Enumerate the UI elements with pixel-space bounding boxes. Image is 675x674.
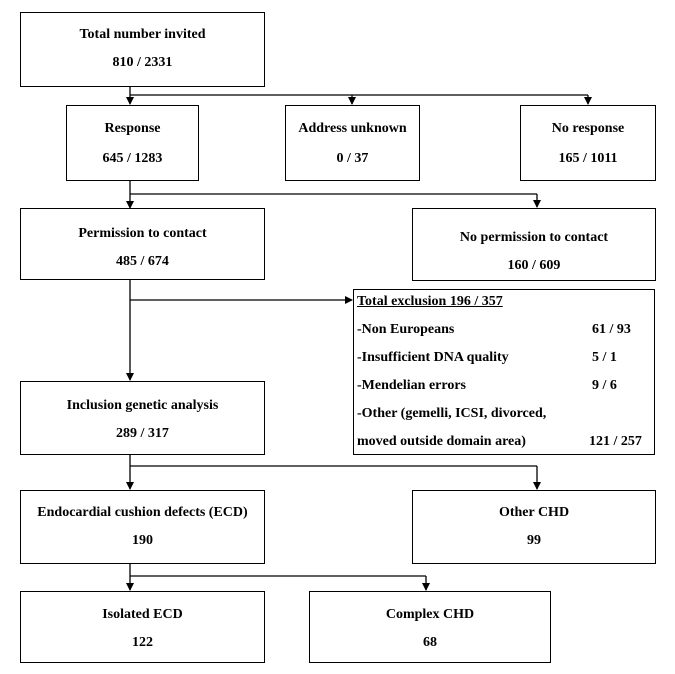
isolated-ecd-box: Isolated ECD 122: [20, 591, 265, 663]
no-response-title: No response: [551, 121, 625, 136]
other-chd-value: 99: [527, 533, 541, 548]
exclusion-row: -Insufficient DNA quality 5 / 1: [357, 349, 646, 367]
exclusion-box: Total exclusion 196 / 357 -Non Europeans…: [353, 289, 655, 455]
other-chd-title: Other CHD: [498, 505, 570, 520]
exclusion-row: -Non Europeans 61 / 93: [357, 321, 646, 339]
no-permission-title: No permission to contact: [459, 230, 609, 245]
response-value: 645 / 1283: [102, 151, 163, 166]
exclusion-row-label: -Non Europeans: [357, 322, 455, 337]
exclusion-row: -Other (gemelli, ICSI, divorced,: [357, 405, 646, 423]
no-permission-box: No permission to contact 160 / 609: [412, 208, 656, 281]
isolated-ecd-title: Isolated ECD: [102, 607, 183, 622]
exclusion-row-value: 9 / 6: [592, 378, 617, 393]
ecd-box: Endocardial cushion defects (ECD) 190: [20, 490, 265, 564]
exclusion-row-label: moved outside domain area): [357, 434, 526, 449]
complex-chd-box: Complex CHD 68: [309, 591, 551, 663]
other-chd-box: Other CHD 99: [412, 490, 656, 564]
ecd-title: Endocardial cushion defects (ECD): [37, 505, 248, 520]
no-response-value: 165 / 1011: [558, 151, 618, 166]
complex-chd-value: 68: [423, 635, 437, 650]
address-unknown-value: 0 / 37: [336, 151, 369, 166]
no-response-box: No response 165 / 1011: [520, 105, 656, 181]
inclusion-value: 289 / 317: [116, 426, 169, 441]
response-box: Response 645 / 1283: [66, 105, 199, 181]
no-permission-value: 160 / 609: [507, 258, 561, 273]
permission-title: Permission to contact: [78, 226, 207, 241]
ecd-value: 190: [132, 533, 153, 548]
exclusion-title-row: Total exclusion 196 / 357: [357, 293, 646, 311]
exclusion-row-label: -Other (gemelli, ICSI, divorced,: [357, 406, 547, 421]
exclusion-row-value: 5 / 1: [592, 350, 617, 365]
total-invited-title: Total number invited: [79, 27, 206, 42]
exclusion-row-value: 61 / 93: [592, 322, 631, 337]
complex-chd-title: Complex CHD: [385, 607, 475, 622]
inclusion-box: Inclusion genetic analysis 289 / 317: [20, 381, 265, 455]
exclusion-row: moved outside domain area) 121 / 257: [357, 433, 646, 451]
isolated-ecd-value: 122: [132, 635, 153, 650]
address-unknown-box: Address unknown 0 / 37: [285, 105, 420, 181]
response-title: Response: [104, 121, 161, 136]
permission-value: 485 / 674: [116, 254, 169, 269]
inclusion-title: Inclusion genetic analysis: [66, 398, 219, 413]
exclusion-title: Total exclusion 196 / 357: [357, 294, 503, 309]
exclusion-row-label: -Insufficient DNA quality: [357, 350, 509, 365]
address-unknown-title: Address unknown: [298, 121, 407, 136]
permission-box: Permission to contact 485 / 674: [20, 208, 265, 280]
exclusion-row-value: 121 / 257: [589, 434, 642, 449]
exclusion-row-label: -Mendelian errors: [357, 378, 466, 393]
total-invited-value: 810 / 2331: [112, 55, 173, 70]
exclusion-row: -Mendelian errors 9 / 6: [357, 377, 646, 395]
total-invited-box: Total number invited 810 / 2331: [20, 12, 265, 87]
